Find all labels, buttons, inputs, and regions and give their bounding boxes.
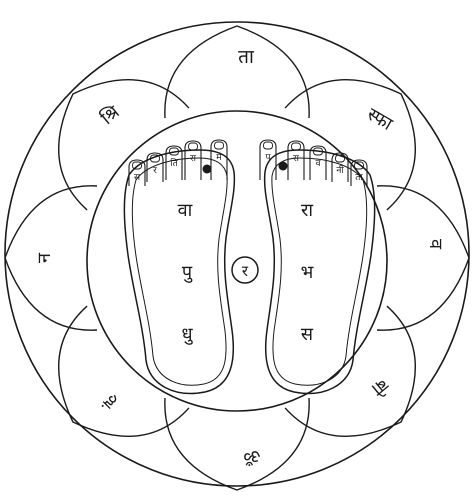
left-foot-middle-syllable: पु: [182, 262, 193, 283]
left-foot-dot: [203, 165, 212, 174]
petal-bottom-right-syllable: बो: [367, 374, 393, 401]
left-foot-upper-syllable: वा: [178, 200, 193, 221]
petal-top: [165, 26, 309, 118]
left-foot-toe-syllable: र: [153, 166, 157, 176]
right-foot-upper-syllable: रा: [301, 200, 313, 221]
petal-right-syllable: व: [425, 239, 446, 250]
left-foot-toe-syllable: रा: [190, 154, 197, 164]
petal-right: [377, 186, 469, 330]
left-foot-toe-syllable: स: [134, 173, 141, 183]
left-foot-toe-syllable: ति: [170, 157, 178, 169]
right-foot-dot: [279, 162, 288, 171]
right-foot-middle-syllable: भ: [301, 262, 314, 283]
petal-top-right-syllable: स्फा: [363, 104, 396, 135]
center-syllable: र: [242, 262, 249, 280]
petal-left-syllable: न: [34, 252, 55, 263]
right-foot-toe-syllable: प: [265, 153, 271, 163]
petal-bottom-left-syllable: हं: [99, 391, 121, 413]
petal-bottom-syllable: ॐ: [243, 445, 260, 467]
petal-top-left-syllable: श्रि: [96, 101, 124, 129]
right-foot-toe-syllable: नी: [336, 164, 344, 176]
right-foot-toe-syllable: रा: [293, 154, 300, 164]
right-foot-toe-syllable: ता: [355, 173, 363, 183]
right-foot-lower-syllable: स: [301, 324, 314, 345]
petal-top-syllable: ता: [238, 46, 255, 68]
left-foot-toe-syllable: म: [216, 153, 222, 163]
left-foot-lower-syllable: धु: [181, 324, 193, 345]
